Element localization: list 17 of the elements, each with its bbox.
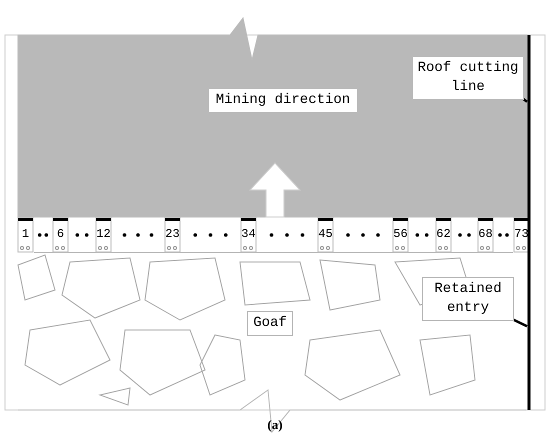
support-number: 23	[165, 227, 180, 241]
caption: (a)	[266, 417, 284, 433]
support-number: 68	[478, 227, 493, 241]
support-number: 73	[514, 227, 529, 241]
support-number: 62	[436, 227, 451, 241]
support-number: 6	[56, 227, 66, 241]
support-number: 34	[241, 227, 256, 241]
label-box: Mining direction	[208, 88, 358, 113]
label-box: Goaf	[247, 311, 293, 336]
support-number: 45	[318, 227, 333, 241]
support-number: 56	[393, 227, 408, 241]
label-box: Retained entry	[422, 277, 514, 321]
label-box: Roof cutting line	[412, 56, 524, 100]
leader-line	[511, 318, 528, 328]
cutting-line	[528, 35, 530, 410]
support-number: 1	[20, 227, 30, 241]
support-number: 12	[96, 227, 111, 241]
